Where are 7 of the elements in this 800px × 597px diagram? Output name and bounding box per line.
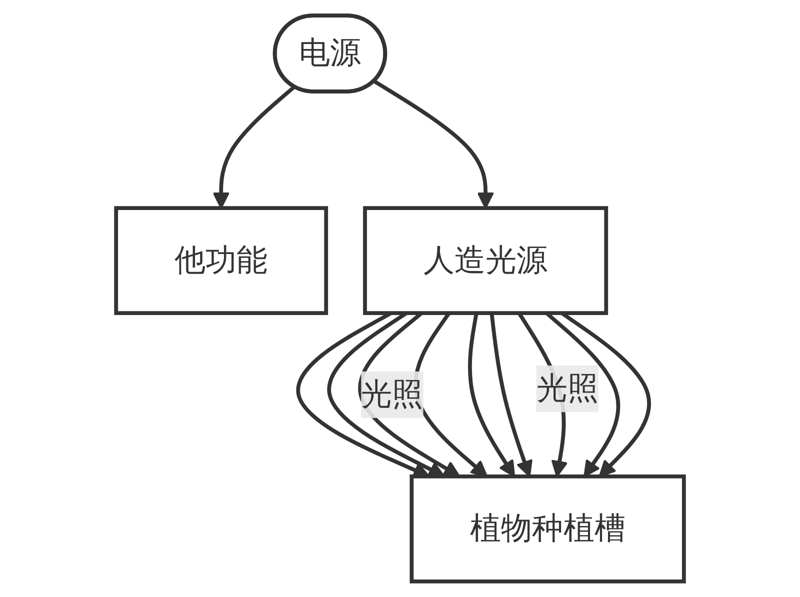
node-box: 他功能 bbox=[114, 206, 328, 316]
node-box: 植物种植槽 bbox=[410, 474, 686, 584]
edge-label: 光照 bbox=[361, 375, 424, 412]
node-box: 人造光源 bbox=[363, 206, 608, 316]
arrow bbox=[374, 80, 494, 209]
arrow bbox=[212, 85, 296, 209]
edge-label: 光照 bbox=[536, 369, 598, 406]
